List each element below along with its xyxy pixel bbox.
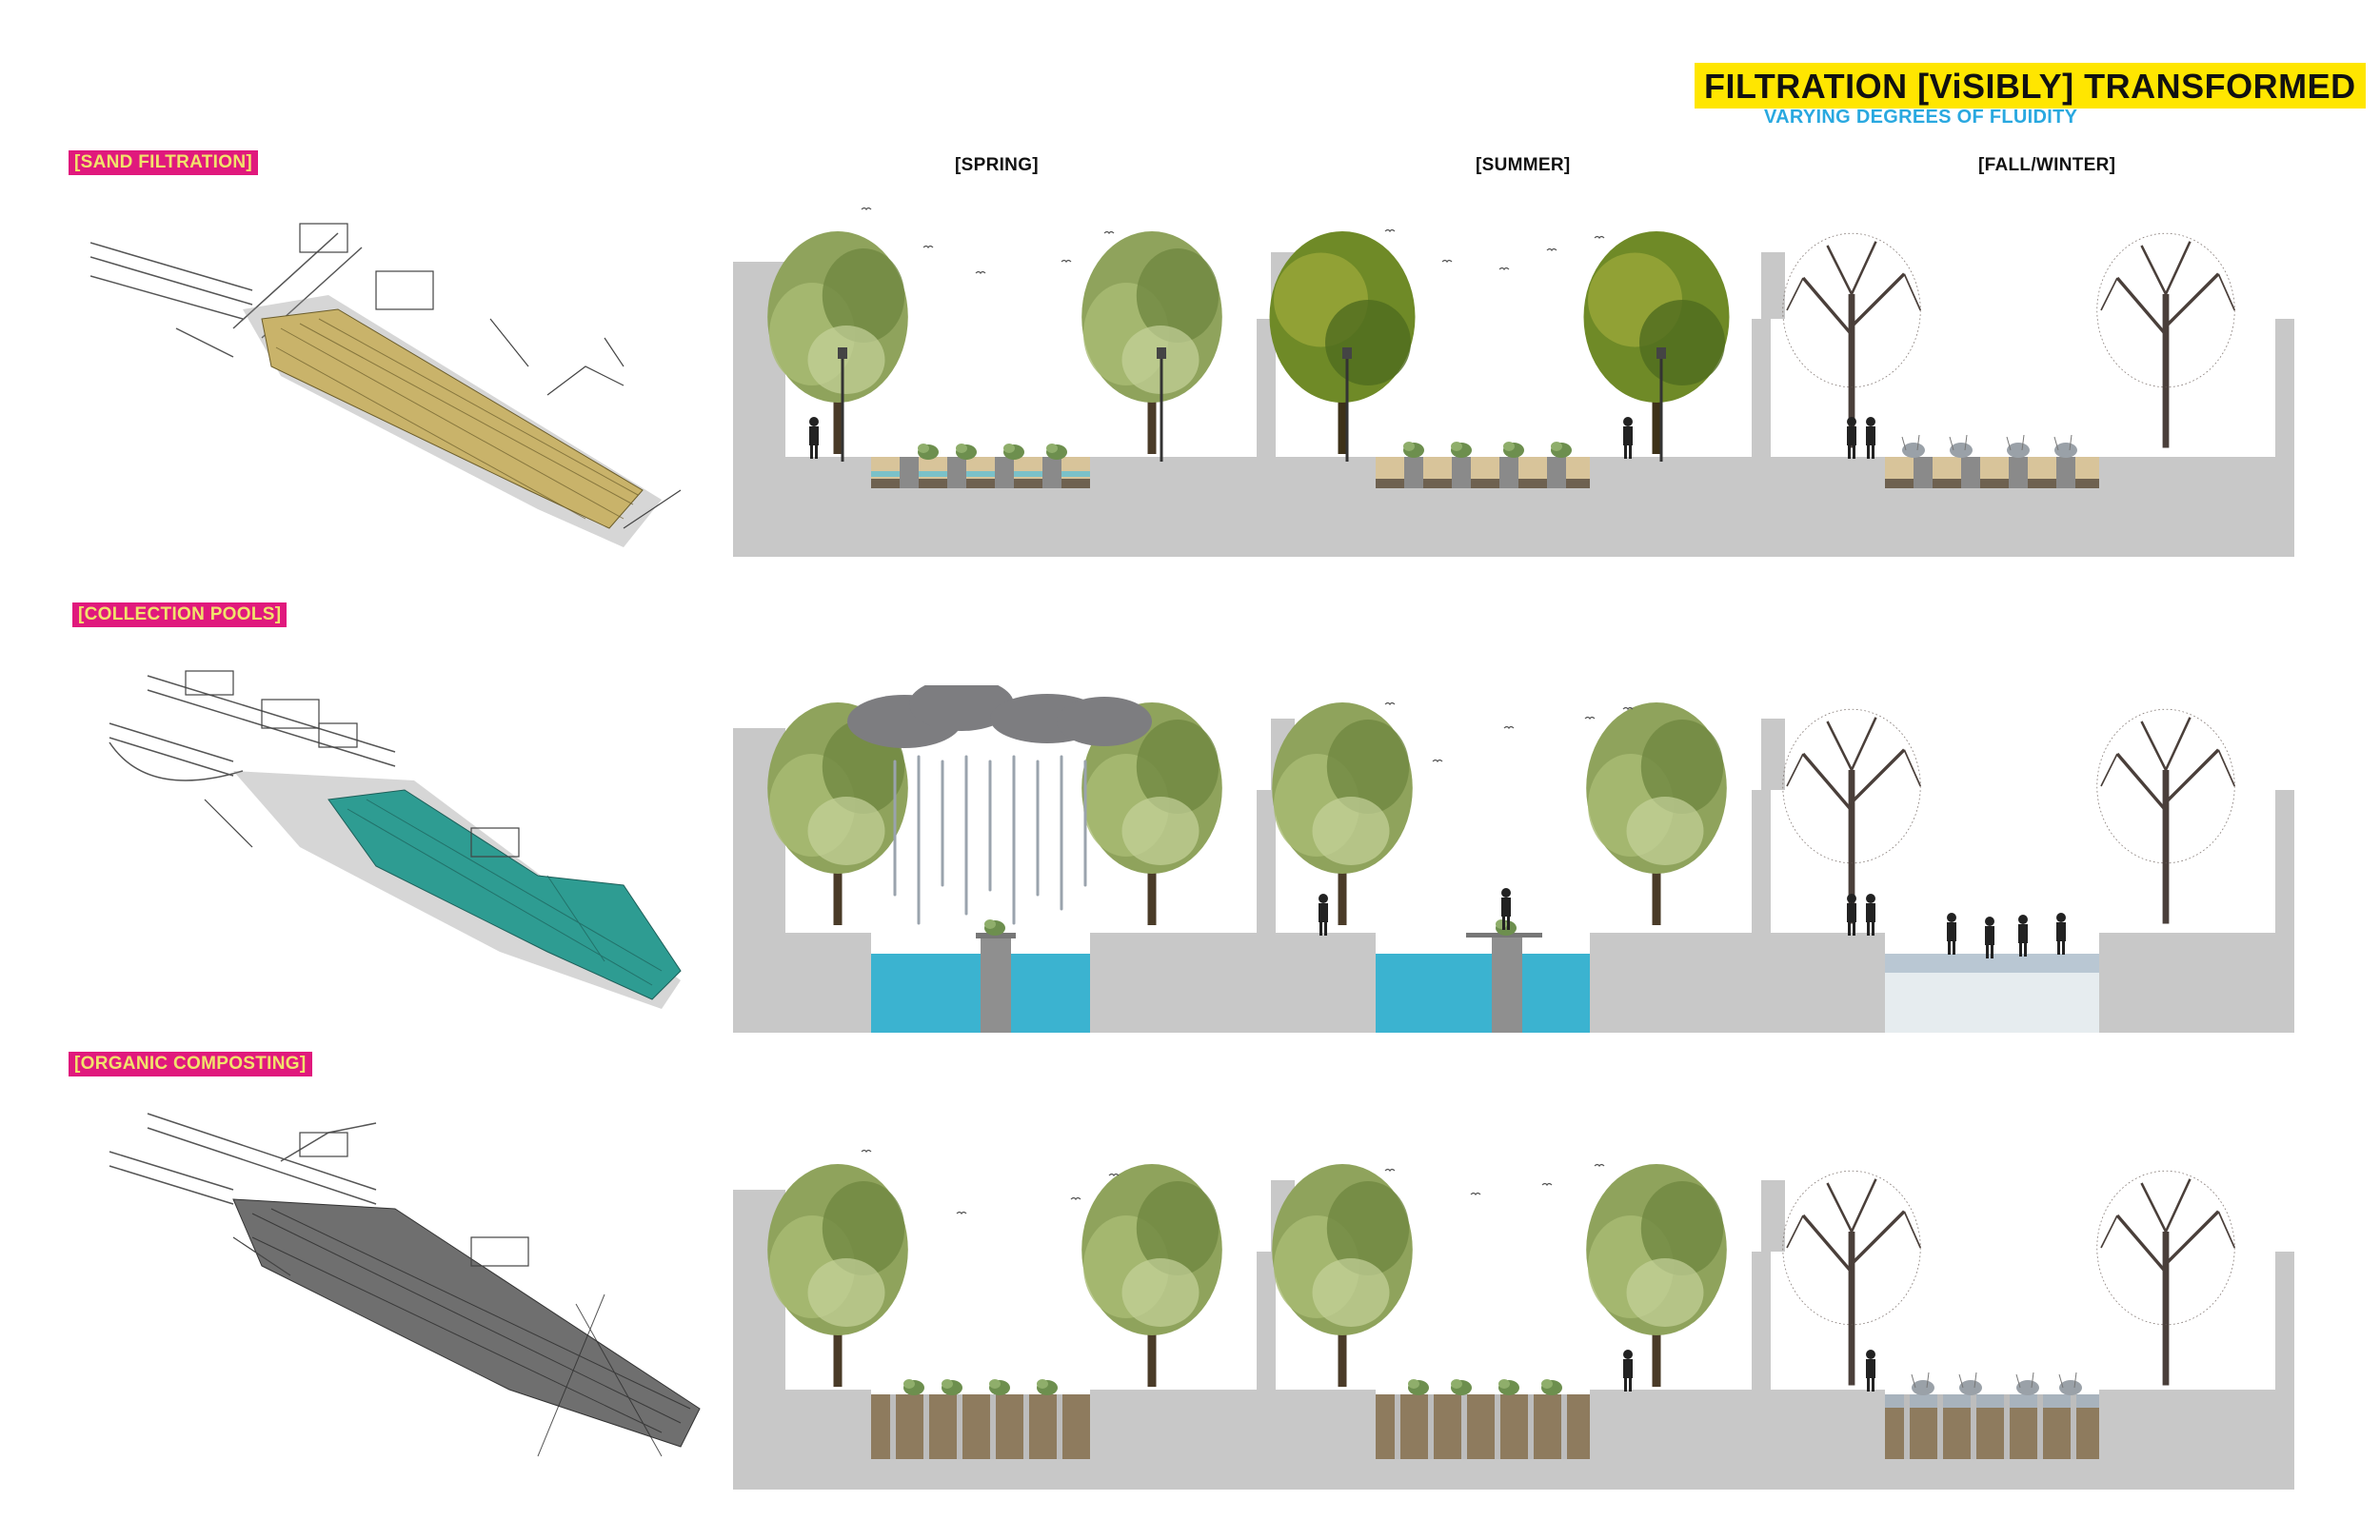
season-label-spring: [SPRING] bbox=[955, 155, 1039, 175]
plan-organic-composting bbox=[90, 1095, 709, 1485]
row-label-collection-pools: [COLLECTION POOLS] bbox=[72, 602, 288, 627]
season-label-summer: [SUMMER] bbox=[1476, 155, 1571, 175]
page-subtitle: VARYING DEGREES OF FLUIDITY bbox=[1764, 107, 2078, 128]
plan-collection-pools bbox=[90, 657, 700, 1056]
section-sand-filtration bbox=[733, 205, 2294, 566]
row-label-organic-composting: [ORGANIC COMPOSTING] bbox=[69, 1052, 312, 1076]
section-organic-composting bbox=[733, 1147, 2294, 1509]
row-label-sand-filtration: [SAND FILTRATION] bbox=[69, 150, 258, 175]
page-title: FILTRATION [ViSIBLY] TRANSFORMED bbox=[1695, 63, 2366, 109]
section-collection-pools bbox=[733, 685, 2294, 1047]
season-label-fall-winter: [FALL/WINTER] bbox=[1978, 155, 2116, 175]
plan-sand-filtration bbox=[90, 205, 700, 566]
